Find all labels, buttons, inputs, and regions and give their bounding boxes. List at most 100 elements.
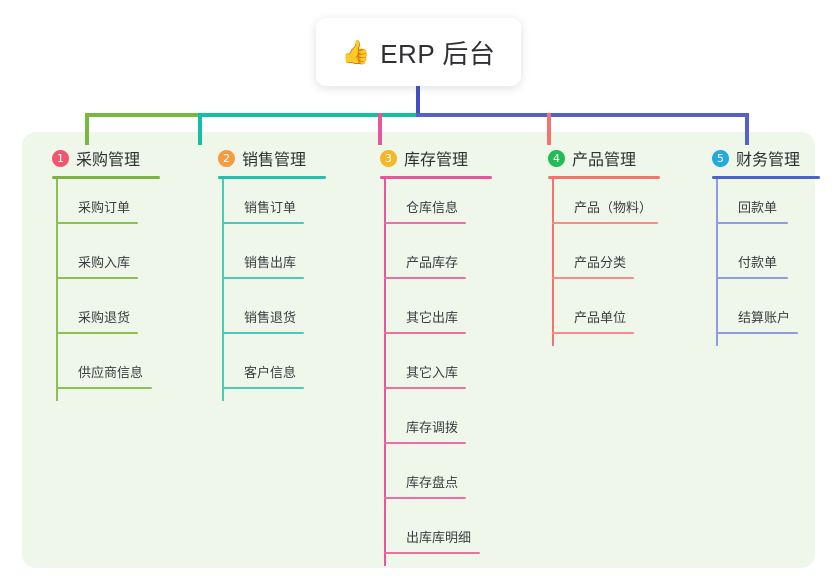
- branch-badge-1: 1: [52, 149, 69, 167]
- branch-header-5[interactable]: 5 财务管理: [694, 146, 800, 170]
- branch-title-5: 财务管理: [736, 152, 801, 169]
- leaf-label: 结算账户: [738, 310, 791, 325]
- leaf-rule: [222, 222, 304, 224]
- branch-drop-5: [745, 113, 749, 145]
- leaf-label: 销售退货: [244, 310, 297, 325]
- branch-drop-1: [85, 113, 89, 145]
- branch-column-1: 1 采购管理 采购订单 采购入库 采购退货 供应商信息: [34, 146, 160, 401]
- leaf-node[interactable]: 产品（物料）: [552, 199, 658, 224]
- leaf-rule: [384, 442, 466, 444]
- branch-title-4: 产品管理: [572, 152, 637, 169]
- leaf-node[interactable]: 销售订单: [222, 199, 304, 224]
- branch-title-2: 销售管理: [242, 152, 307, 169]
- leaf-rule: [552, 222, 658, 224]
- branch-spine-2: [222, 179, 224, 401]
- leaf-label: 供应商信息: [78, 365, 144, 380]
- leaf-rule: [384, 552, 480, 554]
- leaf-node[interactable]: 结算账户: [716, 309, 798, 334]
- branch-column-5: 5 财务管理 回款单 付款单 结算账户: [694, 146, 820, 346]
- trunk-segment-green: [85, 113, 200, 117]
- leaf-node[interactable]: 采购退货: [56, 309, 138, 334]
- branch-header-3[interactable]: 3 库存管理: [362, 146, 468, 170]
- leaf-node[interactable]: 付款单: [716, 254, 788, 279]
- branch-drop-4: [547, 113, 551, 145]
- root-node-label: ERP 后台: [380, 38, 496, 69]
- leaf-rule: [384, 387, 466, 389]
- leaf-rule: [56, 277, 138, 279]
- leaf-node[interactable]: 销售出库: [222, 254, 304, 279]
- diagram-panel: [22, 132, 815, 568]
- leaf-label: 库存盘点: [406, 475, 459, 490]
- leaf-label: 销售订单: [244, 200, 297, 215]
- leaf-rule: [222, 387, 304, 389]
- leaf-rule: [552, 277, 634, 279]
- branch-badge-2: 2: [218, 149, 235, 167]
- branch-rule-5: [712, 176, 820, 179]
- leaf-label: 库存调拨: [406, 420, 459, 435]
- leaf-node[interactable]: 其它出库: [384, 309, 466, 334]
- leaf-label: 产品库存: [406, 255, 459, 270]
- leaf-label: 采购退货: [78, 310, 131, 325]
- leaf-node[interactable]: 供应商信息: [56, 364, 152, 389]
- leaf-node[interactable]: 产品库存: [384, 254, 466, 279]
- branch-header-4[interactable]: 4 产品管理: [530, 146, 636, 170]
- trunk-segment-blue: [416, 113, 749, 117]
- branch-spine-5: [716, 179, 718, 346]
- leaf-node[interactable]: 库存盘点: [384, 474, 466, 499]
- leaf-label: 回款单: [738, 200, 778, 215]
- branch-column-4: 4 产品管理 产品（物料） 产品分类 产品单位: [530, 146, 660, 346]
- leaf-node[interactable]: 销售退货: [222, 309, 304, 334]
- leaf-node[interactable]: 采购入库: [56, 254, 138, 279]
- leaf-rule: [716, 277, 788, 279]
- trunk-segment-teal: [198, 113, 418, 117]
- branch-spine-1: [56, 179, 58, 401]
- leaf-node[interactable]: 产品分类: [552, 254, 634, 279]
- leaf-label: 产品分类: [574, 255, 627, 270]
- leaf-label: 仓库信息: [406, 200, 459, 215]
- leaf-node[interactable]: 客户信息: [222, 364, 304, 389]
- leaf-node[interactable]: 仓库信息: [384, 199, 466, 224]
- leaf-rule: [384, 332, 466, 334]
- leaf-label: 其它出库: [406, 310, 459, 325]
- branch-badge-3: 3: [380, 149, 397, 167]
- leaf-node[interactable]: 采购订单: [56, 199, 138, 224]
- leaf-node[interactable]: 其它入库: [384, 364, 466, 389]
- leaf-node[interactable]: 出库库明细: [384, 529, 480, 554]
- leaf-label: 销售出库: [244, 255, 297, 270]
- leaf-rule: [384, 222, 466, 224]
- leaf-label: 客户信息: [244, 365, 297, 380]
- leaf-label: 采购订单: [78, 200, 131, 215]
- branch-header-2[interactable]: 2 销售管理: [200, 146, 306, 170]
- branch-title-3: 库存管理: [404, 152, 469, 169]
- leaf-label: 采购入库: [78, 255, 131, 270]
- leaf-rule: [384, 497, 466, 499]
- root-stem-connector: [416, 86, 420, 115]
- leaf-label: 其它入库: [406, 365, 459, 380]
- branch-rule-2: [218, 176, 326, 179]
- branch-title-1: 采购管理: [76, 152, 141, 169]
- branch-badge-4: 4: [548, 149, 565, 167]
- branch-column-3: 3 库存管理 仓库信息 产品库存 其它出库 其它入库 库存调拨 库存盘点: [362, 146, 492, 566]
- branch-badge-5: 5: [712, 149, 729, 167]
- leaf-rule: [222, 277, 304, 279]
- thumbs-up-icon: 👍: [341, 38, 371, 65]
- leaf-rule: [716, 222, 788, 224]
- leaf-node[interactable]: 产品单位: [552, 309, 634, 334]
- leaf-rule: [222, 332, 304, 334]
- root-node[interactable]: 👍 ERP 后台: [316, 18, 521, 86]
- leaf-rule: [716, 332, 798, 334]
- leaf-node[interactable]: 回款单: [716, 199, 788, 224]
- branch-column-2: 2 销售管理 销售订单 销售出库 销售退货 客户信息: [200, 146, 326, 401]
- leaf-rule: [56, 332, 138, 334]
- branch-header-1[interactable]: 1 采购管理: [34, 146, 140, 170]
- leaf-rule: [56, 387, 152, 389]
- leaf-label: 产品单位: [574, 310, 627, 325]
- branch-drop-3: [378, 113, 382, 145]
- leaf-node[interactable]: 库存调拨: [384, 419, 466, 444]
- leaf-label: 付款单: [738, 255, 778, 270]
- leaf-rule: [56, 222, 138, 224]
- branch-spine-4: [552, 179, 554, 346]
- branch-rule-3: [380, 176, 492, 179]
- branch-spine-3: [384, 179, 386, 566]
